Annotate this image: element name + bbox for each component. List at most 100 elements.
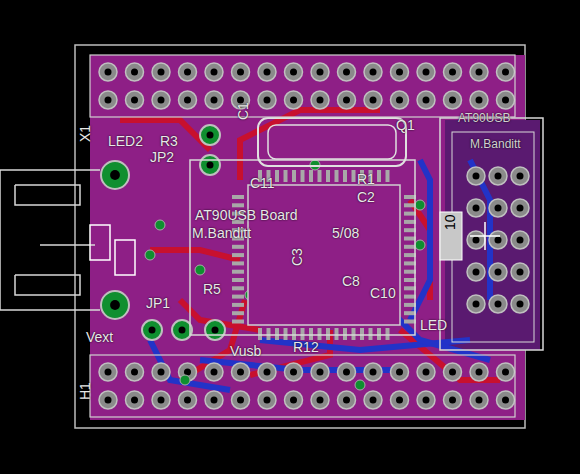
silkscreen-label: R5 bbox=[203, 282, 221, 296]
drill-hole bbox=[131, 397, 138, 404]
smd-pad bbox=[232, 245, 244, 249]
via bbox=[355, 380, 365, 390]
smd-pad bbox=[404, 237, 416, 241]
smd-pad bbox=[404, 270, 416, 274]
smd-pad bbox=[275, 170, 279, 182]
drill-hole bbox=[423, 97, 430, 104]
drill-hole bbox=[237, 369, 244, 376]
silkscreen-label: LED bbox=[420, 318, 447, 332]
drill-hole bbox=[449, 369, 456, 376]
drill-hole bbox=[396, 69, 403, 76]
smd-pad bbox=[404, 228, 416, 232]
green-pad bbox=[200, 125, 220, 145]
drill-hole bbox=[495, 205, 502, 212]
drill-hole bbox=[476, 69, 483, 76]
drill-hole bbox=[264, 397, 271, 404]
smd-pad bbox=[343, 170, 347, 182]
smd-pad bbox=[335, 328, 339, 340]
silkscreen-label: Q1 bbox=[396, 118, 415, 132]
through-pad bbox=[364, 91, 382, 109]
smd-pad bbox=[232, 270, 244, 274]
through-pad bbox=[489, 199, 507, 217]
drill-hole bbox=[105, 69, 112, 76]
drill-hole bbox=[423, 369, 430, 376]
drill-hole bbox=[449, 69, 456, 76]
silkscreen-label: AT90USB bbox=[458, 112, 510, 124]
drill-hole bbox=[105, 97, 112, 104]
drill-hole bbox=[343, 369, 350, 376]
smd-pad bbox=[369, 328, 373, 340]
silkscreen-label: C3 bbox=[290, 248, 304, 266]
drill-hole bbox=[370, 369, 377, 376]
drill-hole bbox=[476, 397, 483, 404]
silkscreen-label: R1 bbox=[357, 172, 375, 186]
drill-hole bbox=[495, 173, 502, 180]
through-pad bbox=[470, 363, 488, 381]
via bbox=[145, 250, 155, 260]
through-pad bbox=[444, 363, 462, 381]
drill-hole bbox=[211, 69, 218, 76]
drill-hole bbox=[317, 69, 324, 76]
through-pad bbox=[258, 363, 276, 381]
smd-pad bbox=[318, 328, 322, 340]
socket-inner bbox=[452, 132, 534, 342]
header-outline bbox=[90, 55, 515, 117]
through-pad bbox=[152, 391, 170, 409]
smd-pad bbox=[301, 328, 305, 340]
through-pad bbox=[417, 91, 435, 109]
drill-hole bbox=[290, 97, 297, 104]
through-pad bbox=[391, 63, 409, 81]
through-pad bbox=[232, 363, 250, 381]
drill-hole bbox=[517, 237, 524, 244]
drill-hole bbox=[105, 397, 112, 404]
silkscreen-label: JP2 bbox=[150, 150, 174, 164]
through-pad bbox=[311, 63, 329, 81]
drill-hole bbox=[473, 237, 480, 244]
smd-pad bbox=[232, 286, 244, 290]
through-pad bbox=[467, 199, 485, 217]
smd-pad bbox=[335, 170, 339, 182]
silkscreen-label: C8 bbox=[342, 274, 360, 288]
through-pad bbox=[338, 91, 356, 109]
drill-hole bbox=[423, 397, 430, 404]
drill-hole bbox=[502, 69, 509, 76]
crystal-outline bbox=[258, 118, 406, 166]
drill-hole bbox=[264, 97, 271, 104]
symbol-line bbox=[484, 222, 486, 250]
through-pad bbox=[444, 63, 462, 81]
through-pad bbox=[364, 391, 382, 409]
smd-pad bbox=[404, 295, 416, 299]
drill-hole bbox=[502, 397, 509, 404]
through-pad bbox=[99, 391, 117, 409]
silkscreen-label: Vext bbox=[86, 330, 113, 344]
drill-hole bbox=[211, 97, 218, 104]
through-pad bbox=[99, 63, 117, 81]
socket-outline bbox=[440, 118, 543, 350]
through-pad bbox=[511, 231, 529, 249]
smd-pad bbox=[404, 320, 416, 324]
usb-body bbox=[115, 240, 135, 275]
smd-pad bbox=[309, 170, 313, 182]
smd-pad bbox=[404, 278, 416, 282]
through-pad bbox=[417, 391, 435, 409]
smd-pad bbox=[301, 170, 305, 182]
drill-hole bbox=[473, 173, 480, 180]
drill-hole bbox=[449, 397, 456, 404]
drill-hole bbox=[184, 97, 191, 104]
drill-hole bbox=[517, 301, 524, 308]
drill-hole bbox=[207, 162, 214, 169]
smd-pad bbox=[360, 328, 364, 340]
smd-pad bbox=[386, 170, 390, 182]
drill-hole bbox=[184, 397, 191, 404]
through-pad bbox=[285, 391, 303, 409]
drill-hole bbox=[290, 397, 297, 404]
smd-pad bbox=[352, 170, 356, 182]
silkscreen-label: H1 bbox=[78, 382, 92, 400]
drill-hole bbox=[131, 69, 138, 76]
via bbox=[180, 375, 190, 385]
through-pad bbox=[179, 91, 197, 109]
smd-pad bbox=[404, 245, 416, 249]
header-outline bbox=[90, 355, 515, 417]
through-pad bbox=[489, 231, 507, 249]
drill-hole bbox=[370, 97, 377, 104]
